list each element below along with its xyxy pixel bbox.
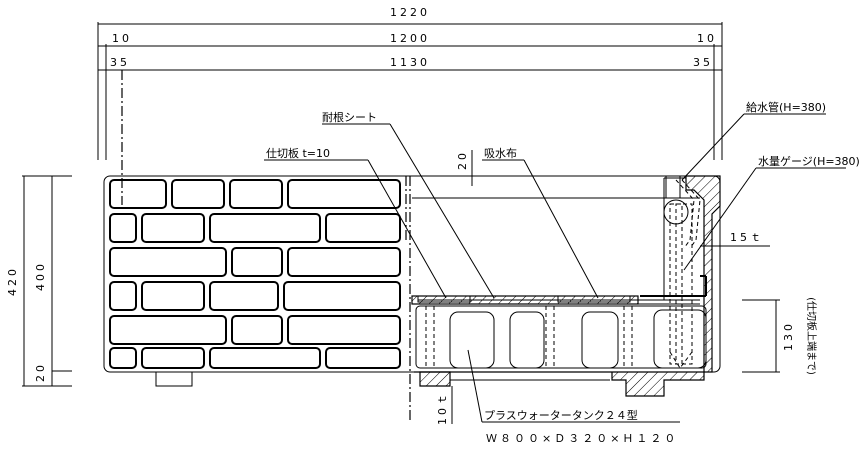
dim-right-offset: 35 xyxy=(693,56,713,69)
dim-right-wall: 10 xyxy=(697,32,717,45)
water-tank xyxy=(415,305,707,369)
label-absorbent-cloth: 吸水布 xyxy=(484,147,517,160)
dim-total-height: 420 xyxy=(6,266,19,296)
dim-top-gap: 20 xyxy=(456,150,469,170)
planter-base-foot xyxy=(155,372,193,387)
leader-lines xyxy=(264,113,846,423)
planter-outline xyxy=(103,175,721,373)
water-level-dimension xyxy=(742,299,780,373)
dim-inner-width: 1200 xyxy=(390,32,430,45)
dim-tank-bottom: 10ｔ xyxy=(436,391,449,425)
label-partition: 仕切板 t=10 xyxy=(266,146,330,160)
dim-usable-width: 1130 xyxy=(390,56,430,69)
tank-compartment xyxy=(412,177,707,305)
water-level-note: (仕切板上端まで) xyxy=(805,297,818,375)
label-tank-name: プラスウォータータンク２４型 xyxy=(484,408,638,422)
root-sheet-strip xyxy=(411,295,639,305)
tank-bottom-wall xyxy=(414,371,705,397)
dimension-lines-left xyxy=(22,175,72,387)
dim-base-height: 20 xyxy=(34,362,47,382)
label-water-gauge: 水量ゲージ(H=380) xyxy=(758,155,860,168)
dim-left-offset: 35 xyxy=(110,56,130,69)
dim-water-level: 130 xyxy=(782,321,795,351)
brick-wall xyxy=(109,179,401,369)
dim-body-height: 400 xyxy=(34,261,47,291)
water-gauge xyxy=(669,203,693,369)
dim-left-wall: 10 xyxy=(112,32,132,45)
label-water-pipe: 給水管(H=380) xyxy=(746,100,826,114)
label-tank-size: Ｗ８００×Ｄ３２０×Ｈ１２０ xyxy=(486,432,678,445)
dimension-lines-top xyxy=(97,22,723,160)
right-side-wall xyxy=(685,175,721,373)
label-root-sheet: 耐根シート xyxy=(322,110,377,124)
dim-side-thickness: 15ｔ xyxy=(730,231,764,244)
dim-overall-width: 1220 xyxy=(390,6,430,19)
water-pipe xyxy=(663,175,701,249)
